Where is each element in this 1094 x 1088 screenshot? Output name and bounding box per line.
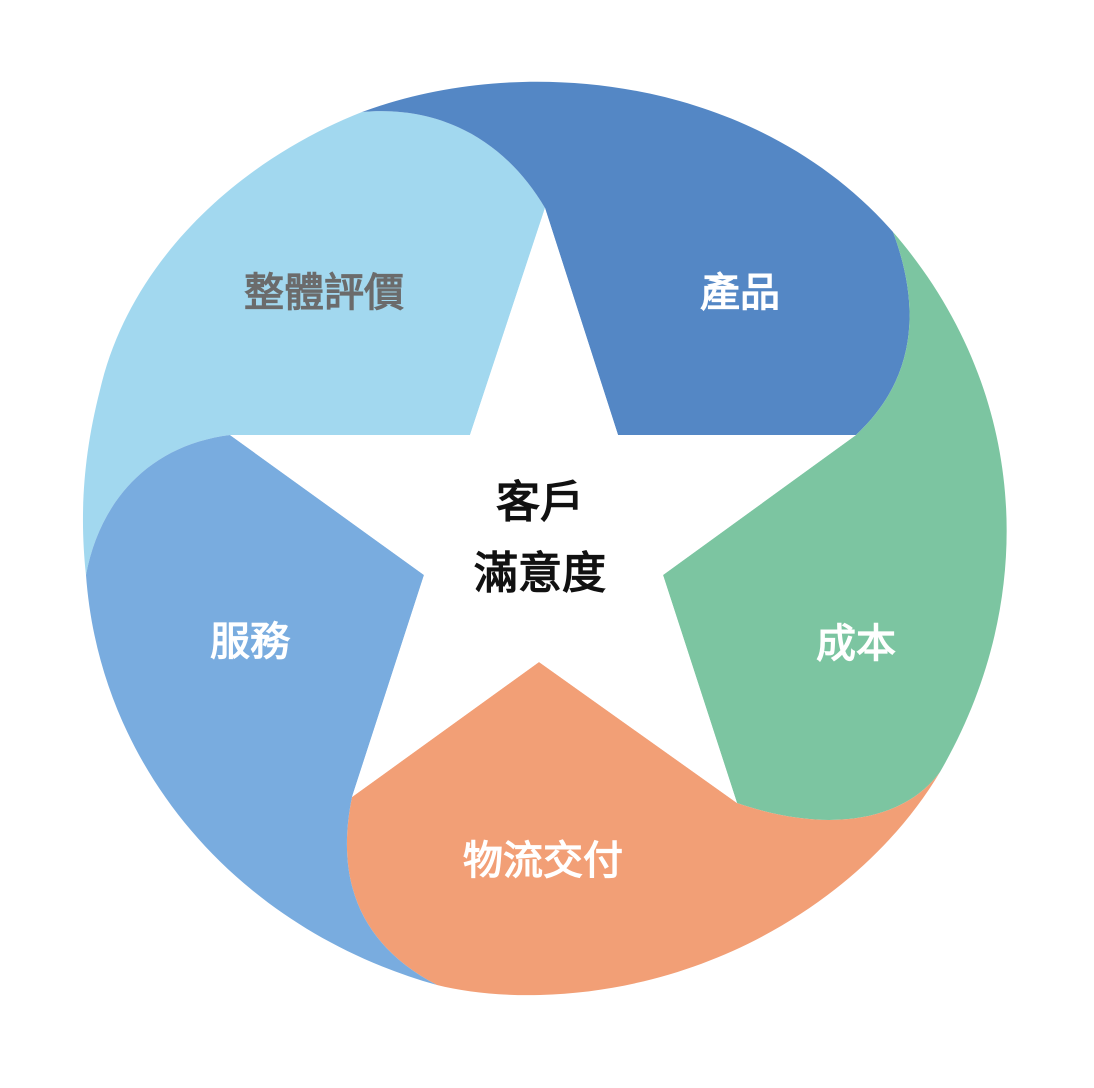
segment-label-overall-evaluation: 整體評價 xyxy=(244,270,404,316)
segment-cost xyxy=(663,232,1007,820)
segment-label-product: 產品 xyxy=(700,270,780,316)
center-title-line-2: 滿意度 xyxy=(474,548,606,599)
segment-label-logistics-delivery: 物流交付 xyxy=(463,838,623,884)
segment-logistics-delivery xyxy=(346,662,940,996)
segment-product xyxy=(362,81,910,435)
center-title-line-1: 客戶 xyxy=(496,477,584,528)
segment-label-cost: 成本 xyxy=(816,621,896,667)
segment-label-service: 服務 xyxy=(210,619,291,665)
segment-overall-evaluation xyxy=(82,111,546,575)
segment-service xyxy=(86,435,437,985)
center-star xyxy=(230,208,856,803)
